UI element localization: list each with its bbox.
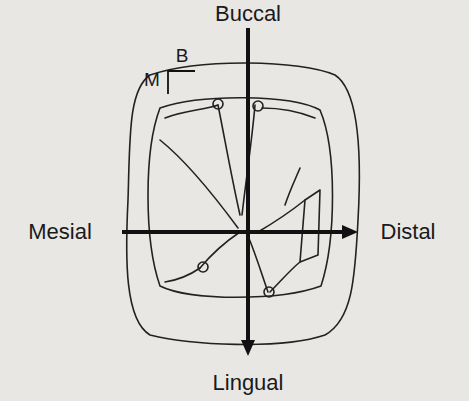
cusp-tip	[264, 287, 274, 297]
direction-label: Mesial	[28, 220, 92, 244]
direction-label: Lingual	[213, 371, 284, 395]
cusp-ridge	[262, 108, 315, 118]
orientation-bracket	[168, 71, 195, 94]
cusp-ridge	[258, 200, 305, 232]
cusp-ridge	[218, 105, 240, 215]
direction-label: Buccal	[215, 2, 281, 26]
arrowhead	[342, 225, 358, 239]
cusp-ridge	[300, 190, 320, 262]
tooth-outline	[127, 63, 360, 344]
direction-label: Distal	[380, 220, 435, 244]
horizontal-axis	[122, 230, 344, 234]
cusp-ridge	[165, 105, 218, 118]
arrowhead	[241, 340, 255, 356]
cusp-tip	[253, 101, 263, 111]
cusp-ridge	[270, 262, 300, 292]
cusp-ridge	[160, 140, 238, 228]
vertical-axis	[246, 28, 250, 342]
cusp-tip	[198, 262, 208, 272]
cusp-ridge	[285, 168, 300, 205]
cusp-tip	[213, 99, 223, 109]
cusp-ridge	[165, 268, 200, 282]
cusp-ridge	[248, 236, 268, 292]
orientation-letter: M	[144, 70, 160, 91]
orientation-letter: B	[176, 46, 189, 67]
occlusal-table	[148, 98, 333, 298]
